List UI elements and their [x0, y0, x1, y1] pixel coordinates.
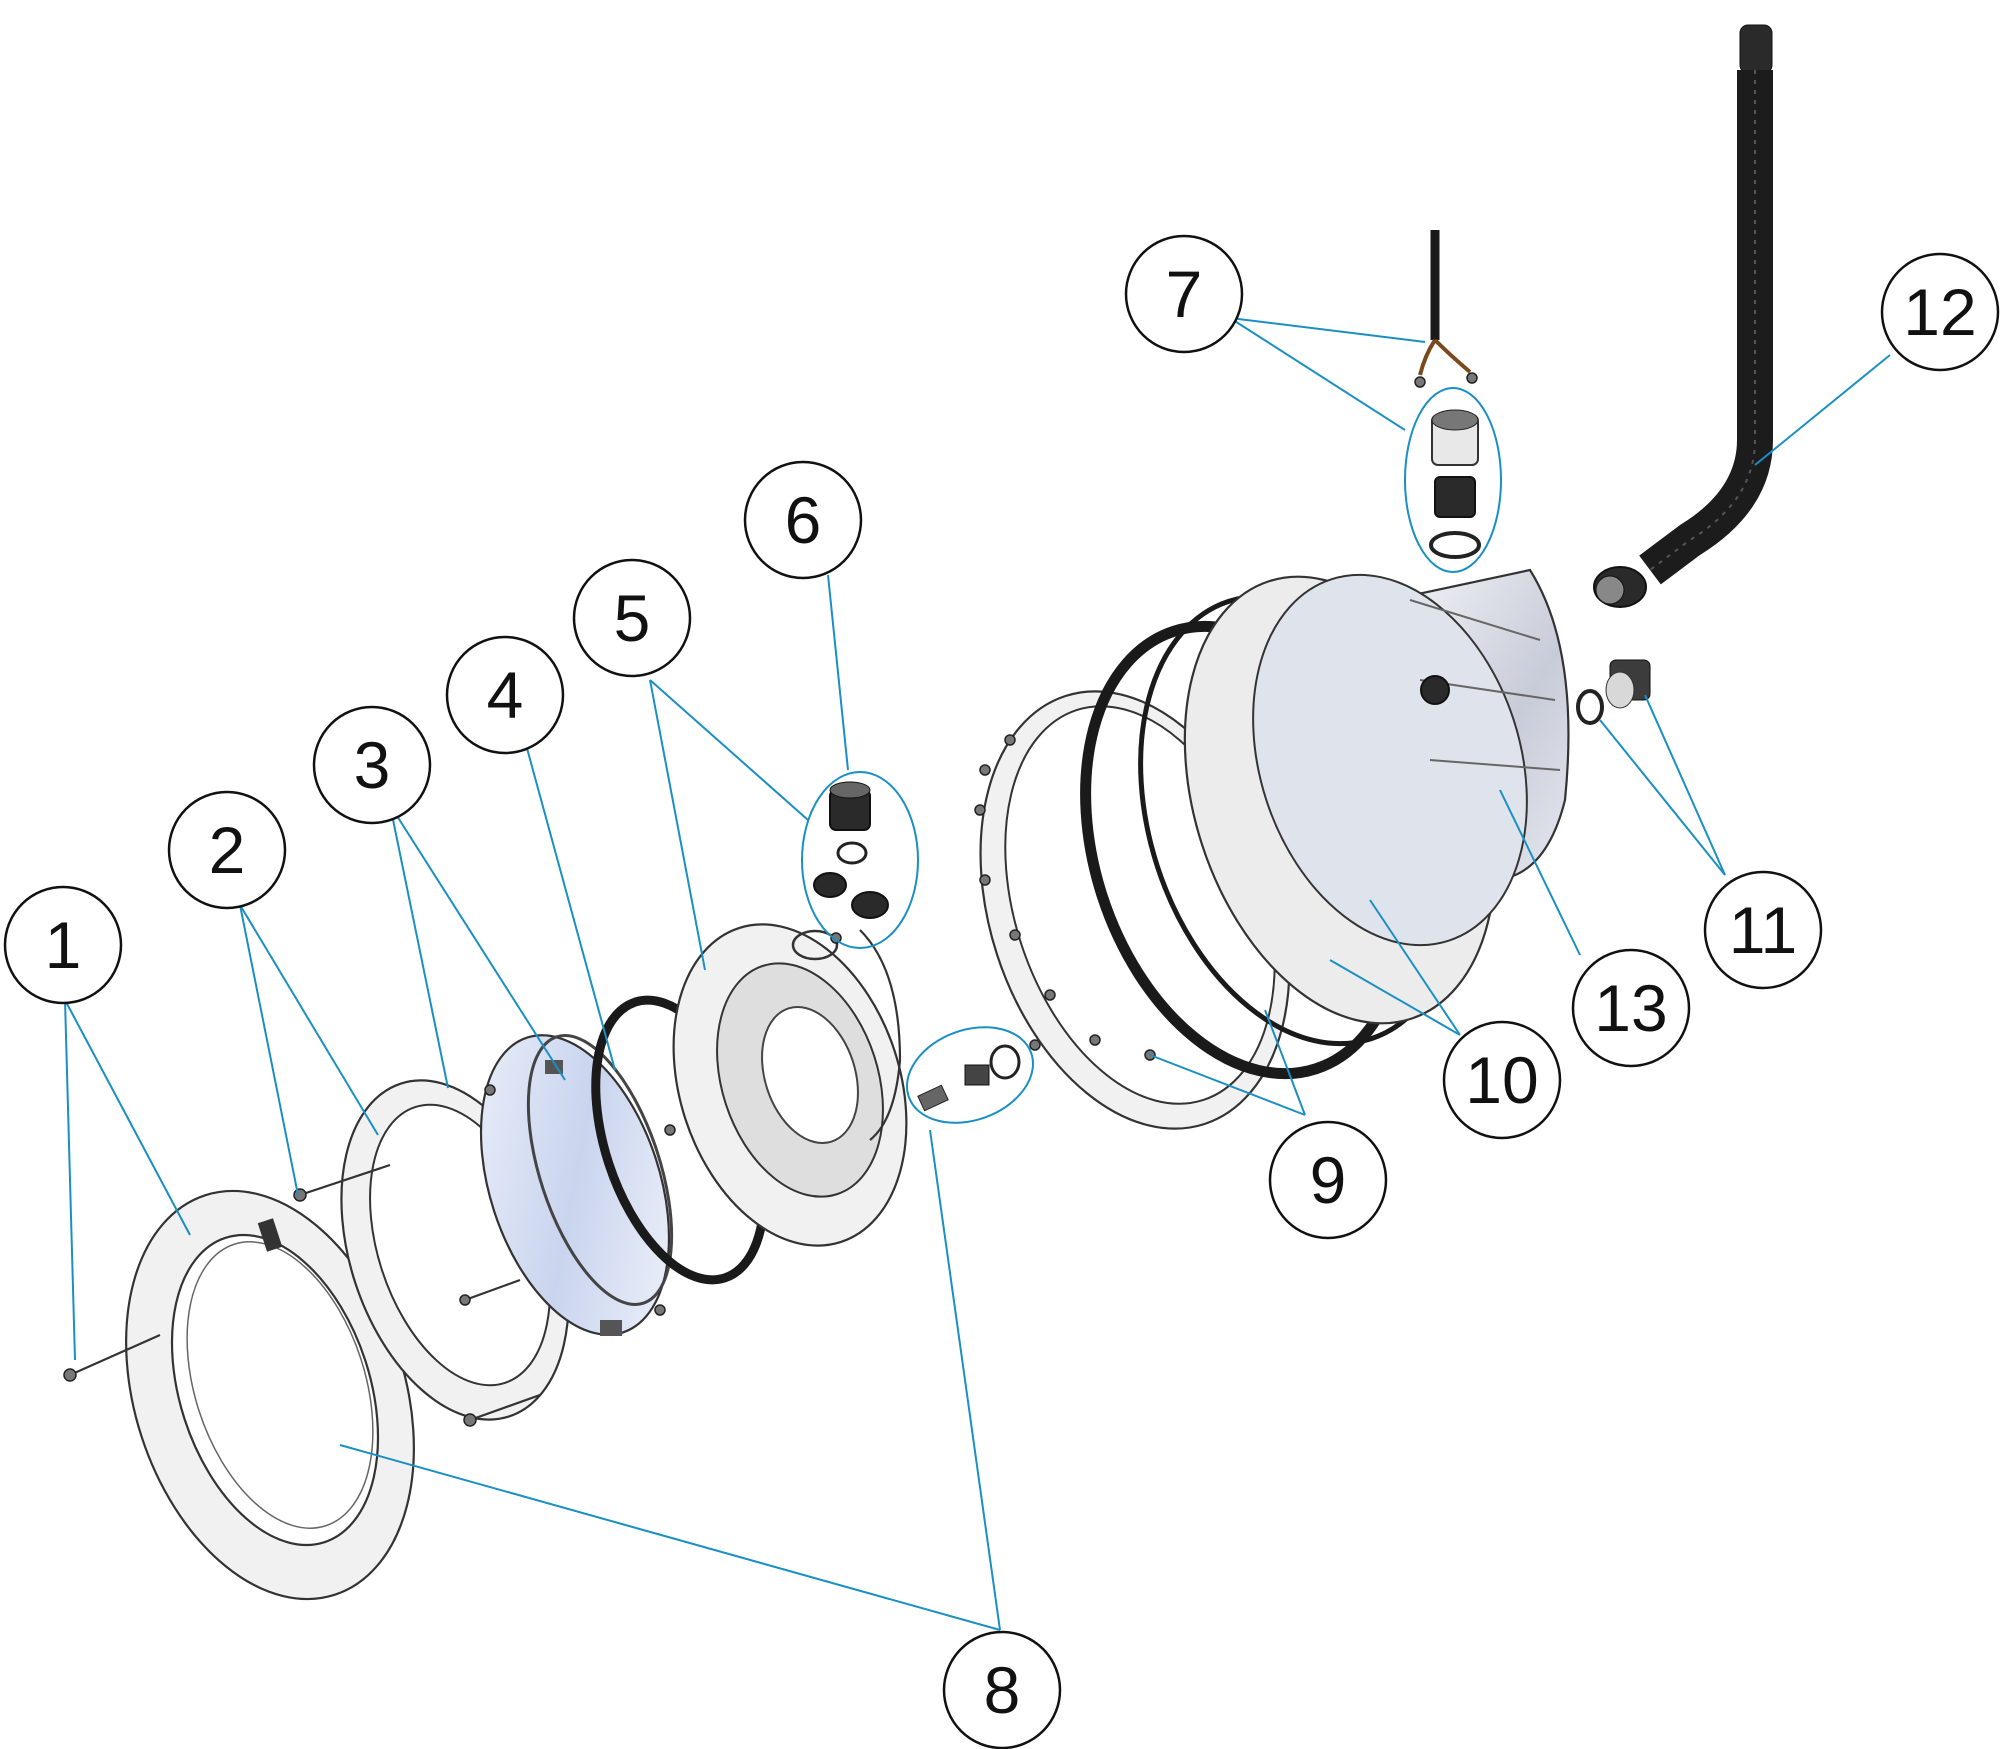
callout-11: 11 — [1703, 870, 1823, 990]
part-13-niche-housing — [1252, 568, 1570, 947]
leader-7a — [1229, 317, 1426, 343]
callout-4: 4 — [445, 635, 565, 755]
callout-13-label: 13 — [1594, 971, 1667, 1045]
leader-2b — [239, 904, 379, 1136]
leader-7-loop — [1404, 387, 1502, 573]
leader-9b — [1264, 1009, 1306, 1116]
leader-1b — [64, 999, 191, 1236]
part-5-reflector-housing — [672, 923, 908, 1247]
callout-1-label: 1 — [45, 908, 82, 982]
callout-11-label: 11 — [1729, 893, 1798, 967]
callout-9: 9 — [1268, 1120, 1388, 1240]
callout-7: 7 — [1124, 234, 1244, 354]
callout-13: 13 — [1571, 948, 1691, 1068]
part-11-fitting-and-oring — [1576, 659, 1651, 725]
leader-5b — [649, 679, 809, 821]
callout-9-label: 9 — [1310, 1143, 1347, 1217]
callout-5: 5 — [572, 558, 692, 678]
part-1-trim-ring — [63, 1189, 415, 1601]
leader-1a — [64, 999, 76, 1361]
callout-8: 8 — [942, 1630, 1062, 1749]
leader-9a — [1149, 1054, 1306, 1116]
callout-7-label: 7 — [1166, 257, 1203, 331]
leader-5a — [649, 679, 706, 971]
leader-2a — [239, 904, 299, 1196]
callout-6: 6 — [743, 460, 863, 580]
leader-3b — [389, 804, 566, 1081]
callout-10-label: 10 — [1465, 1043, 1538, 1117]
callout-6-label: 6 — [785, 483, 822, 557]
part-7-cable-and-gland — [1414, 230, 1481, 559]
leader-6 — [827, 574, 849, 771]
leader-10b — [1369, 899, 1461, 1036]
callout-5-label: 5 — [614, 581, 651, 655]
part-6-cable-gland-set — [813, 781, 889, 919]
callout-3: 3 — [312, 705, 432, 825]
leader-8b — [929, 1129, 1001, 1631]
callout-1: 1 — [3, 885, 123, 1005]
leader-12 — [1754, 354, 1891, 466]
leader-6-loop — [801, 771, 919, 949]
leader-8-loop — [906, 1026, 1034, 1124]
callout-12-label: 12 — [1903, 275, 1976, 349]
part-8-connector-set — [917, 1039, 1041, 1112]
leader-10a — [1329, 959, 1461, 1036]
callout-8-label: 8 — [984, 1653, 1021, 1727]
leader-lines — [64, 317, 1891, 1631]
leader-8a — [339, 1444, 1001, 1631]
parts-illustration — [63, 24, 1773, 1601]
part-12-conduit — [1593, 24, 1773, 608]
leader-3a — [389, 804, 449, 1089]
callout-4-label: 4 — [487, 658, 524, 732]
leader-4 — [521, 729, 616, 1071]
callout-2-label: 2 — [209, 813, 246, 887]
callout-labels: 1 2 3 4 5 6 7 8 — [3, 234, 2000, 1749]
callout-2: 2 — [167, 790, 287, 910]
callout-10: 10 — [1442, 1020, 1562, 1140]
leader-11a — [1599, 719, 1726, 876]
part-3-lens-assembly — [479, 1034, 674, 1336]
leader-13 — [1499, 789, 1581, 956]
leader-11b — [1644, 694, 1726, 876]
callout-3-label: 3 — [354, 728, 391, 802]
leader-7b — [1229, 317, 1406, 431]
callout-12: 12 — [1880, 252, 2000, 372]
